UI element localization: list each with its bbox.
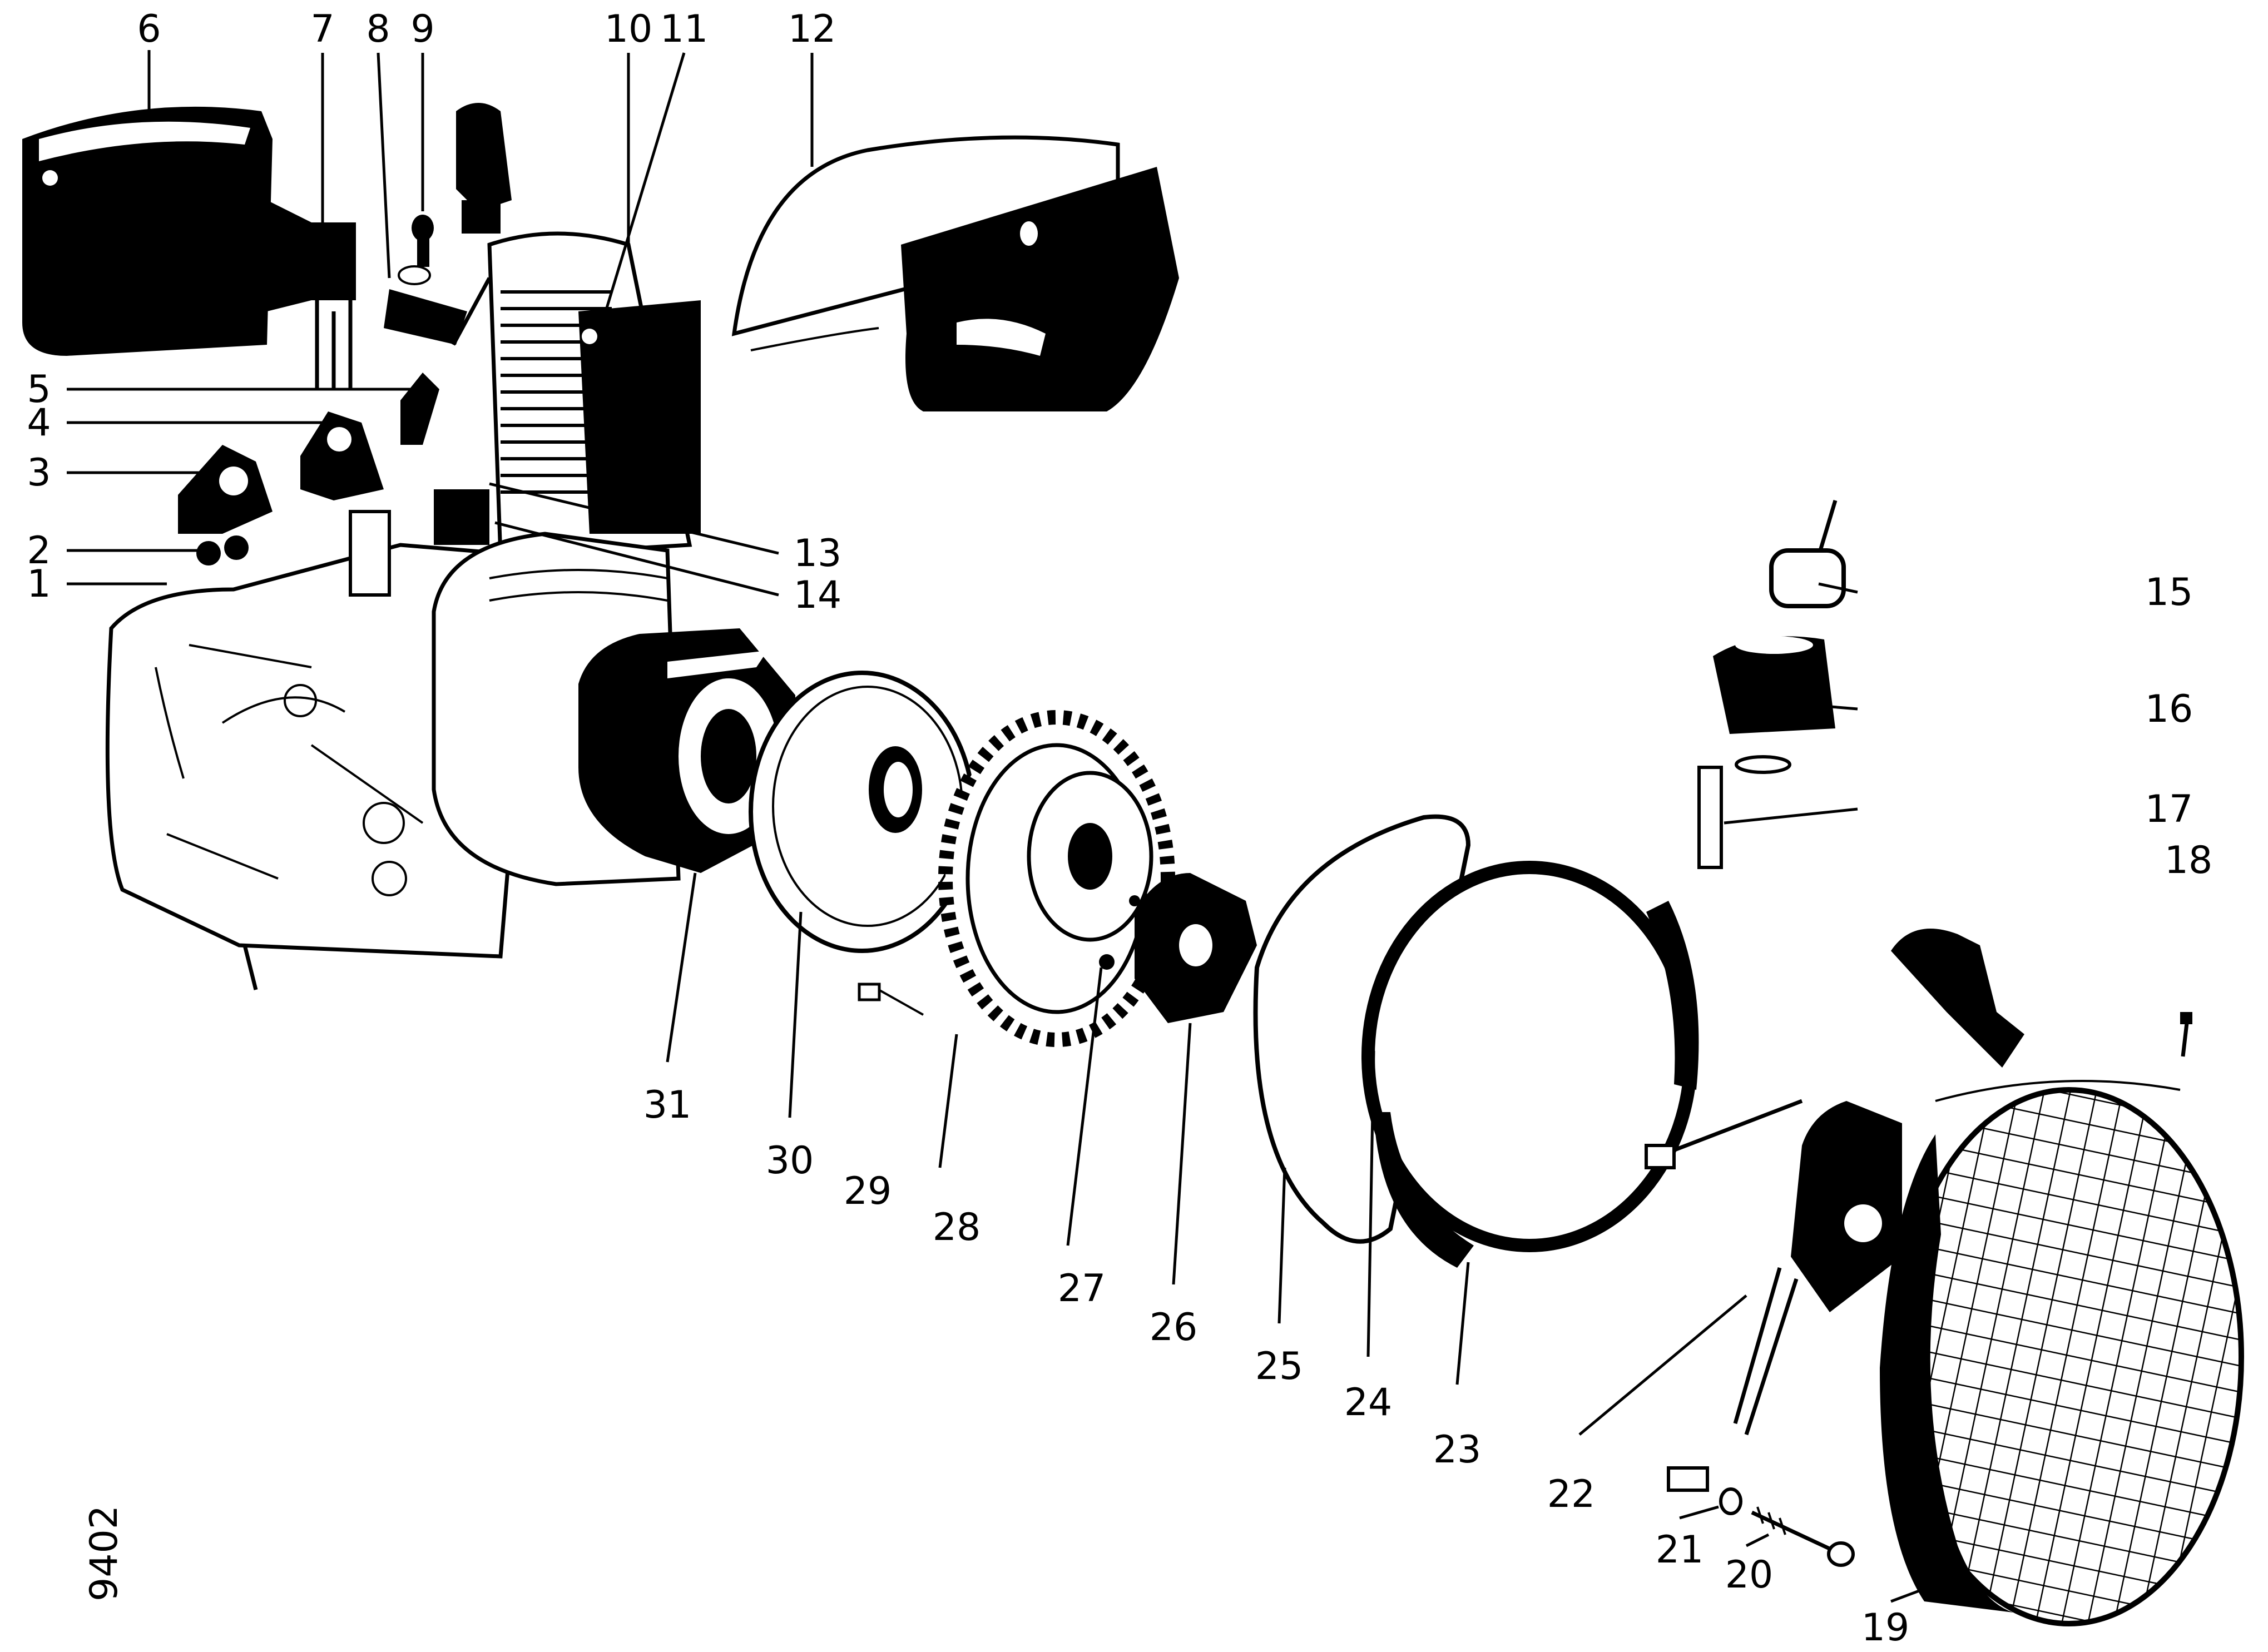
starter-housing-ring: [1361, 861, 1699, 1268]
crank-assembly: [1645, 929, 2024, 1492]
right-cowl-shroud: [731, 135, 1179, 411]
bracket-and-bolts: [311, 215, 492, 389]
callout-13: 13: [794, 532, 842, 576]
callout-25: 25: [1255, 1345, 1304, 1388]
figure-number: 9402: [82, 1505, 126, 1601]
small-screw: [2180, 1012, 2192, 1057]
callout-11: 11: [660, 7, 709, 51]
callout-19: 19: [1861, 1606, 1910, 1650]
callout-2: 2: [27, 529, 51, 573]
callout-7: 7: [310, 7, 334, 51]
callout-17: 17: [2145, 787, 2193, 831]
callout-23: 23: [1433, 1428, 1482, 1472]
handle-parts: [1697, 499, 1846, 869]
callout-12: 12: [788, 7, 836, 51]
callout-1: 1: [27, 562, 51, 606]
callout-24: 24: [1344, 1381, 1393, 1425]
callout-31: 31: [643, 1083, 692, 1127]
callout-29: 29: [844, 1169, 892, 1213]
mounting-brackets: [178, 373, 439, 565]
protective-grille: [1880, 1080, 2244, 1626]
callout-labels: 6 7 8 9 10 11 12 5 4 3 2 1 13 14 15 16 1…: [27, 7, 2212, 1650]
callout-27: 27: [1058, 1267, 1106, 1311]
flywheel-magneto: [578, 628, 795, 873]
callout-30: 30: [766, 1139, 814, 1183]
crankcase: [105, 489, 536, 990]
callout-21: 21: [1656, 1528, 1704, 1572]
callout-14: 14: [794, 573, 842, 617]
callout-9: 9: [410, 7, 434, 51]
callout-22: 22: [1547, 1472, 1596, 1516]
callout-18: 18: [2165, 839, 2213, 882]
callout-3: 3: [27, 451, 51, 495]
callout-20: 20: [1725, 1553, 1774, 1597]
drive-plate: [749, 671, 975, 953]
starter-gear: [938, 710, 1175, 1047]
pawl-hub: [1135, 873, 1257, 1023]
callout-4: 4: [27, 401, 51, 445]
cylinder-head: [456, 103, 701, 558]
callout-16: 16: [2145, 687, 2193, 731]
callout-8: 8: [366, 7, 390, 51]
callout-10: 10: [605, 7, 653, 51]
callout-5: 5: [27, 368, 51, 411]
leader-lines: [67, 50, 1936, 1603]
callout-26: 26: [1150, 1306, 1198, 1350]
screw: [858, 983, 924, 1016]
left-cowl-shroud: [22, 106, 311, 356]
washer-and-bolt: [1719, 1487, 1855, 1567]
callout-28: 28: [933, 1205, 981, 1249]
callout-15: 15: [2145, 570, 2193, 614]
callout-6: 6: [137, 7, 161, 51]
